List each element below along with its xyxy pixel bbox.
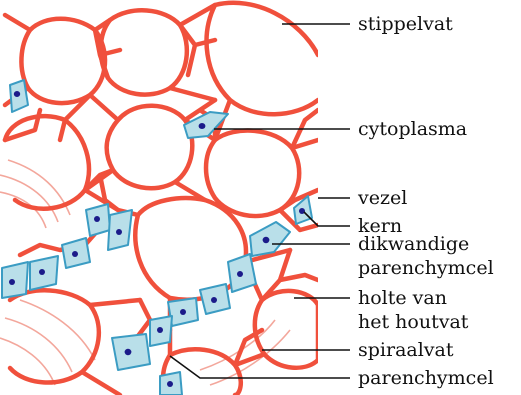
nucleus bbox=[72, 251, 78, 257]
nucleus bbox=[14, 91, 20, 97]
nucleus bbox=[125, 349, 132, 355]
labels: stippelvat cytoplasma vezel kern dikwand… bbox=[357, 13, 494, 389]
nucleus bbox=[9, 279, 15, 285]
fibril-arc bbox=[20, 300, 95, 360]
label-dikwandige-line1: dikwandige bbox=[358, 233, 469, 255]
nucleus bbox=[180, 309, 186, 315]
nucleus bbox=[116, 229, 122, 235]
nucleus bbox=[211, 297, 217, 303]
label-dikwandige-line2: parenchymcel bbox=[358, 257, 494, 279]
nucleus bbox=[39, 269, 45, 275]
vessel-wall-bottom-left bbox=[10, 290, 99, 382]
vessel-wall-right-low bbox=[255, 291, 318, 368]
label-vezel: vezel bbox=[357, 187, 407, 209]
parenchyma-cell bbox=[2, 262, 28, 298]
vessel-wall-center bbox=[135, 198, 246, 300]
vessel-wall-mid bbox=[107, 106, 193, 189]
vessel-wall-left bbox=[5, 116, 89, 209]
label-parenchymcel: parenchymcel bbox=[358, 367, 494, 389]
label-leader-lines bbox=[170, 24, 350, 378]
nucleus bbox=[94, 216, 100, 222]
nucleus-cytoplasma-cell bbox=[199, 123, 206, 129]
nucleus bbox=[237, 271, 243, 277]
fibril-arc bbox=[5, 318, 72, 372]
vessel-wall-stippelvat bbox=[207, 3, 318, 114]
label-holte-line1: holte van bbox=[358, 287, 447, 309]
label-holte-line2: het houtvat bbox=[358, 311, 469, 333]
label-stippelvat: stippelvat bbox=[358, 13, 453, 35]
vessel-wall-upper-left bbox=[21, 19, 105, 103]
nucleus-dikwandige-cell bbox=[263, 237, 270, 243]
label-spiraalvat: spiraalvat bbox=[358, 339, 454, 361]
vessel-wall-right-mid bbox=[206, 131, 299, 216]
tissue-illustration bbox=[0, 3, 318, 395]
nucleus bbox=[157, 327, 163, 333]
label-cytoplasma: cytoplasma bbox=[358, 118, 467, 140]
fibril-arc bbox=[0, 175, 58, 222]
nucleus bbox=[167, 381, 173, 387]
